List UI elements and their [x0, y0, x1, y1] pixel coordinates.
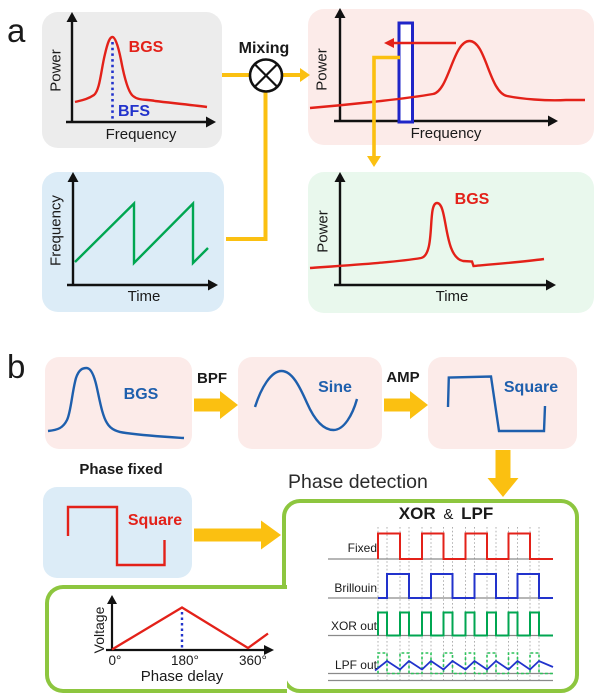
panel-a-label: a [7, 12, 26, 49]
b-square-curve [446, 375, 547, 433]
wave-xor-out [377, 611, 553, 637]
voltage-plot-xlabel: Phase delay [140, 668, 224, 685]
phase-detection-title: Phase detection [288, 471, 428, 493]
amp-label: AMP [386, 369, 420, 386]
voltage-plot-axes [106, 601, 267, 652]
phase-fixed-square-curve [66, 505, 166, 567]
voltage-tick-0: 0° [108, 653, 122, 668]
row-label-lpf-out: LPF out [334, 658, 377, 672]
xor-title: XOR [398, 504, 436, 523]
time-plot-xaxis-arrow [546, 279, 556, 291]
sawtooth-curve [74, 200, 209, 266]
filter-window [397, 21, 414, 124]
mixer-output-arrowhead [300, 68, 310, 82]
filtered-curve [309, 39, 585, 110]
sweep-plot-xlabel: Time [127, 288, 161, 305]
phase-fixed-arrow [194, 520, 281, 550]
voltage-tick-360: 360° [239, 653, 267, 668]
sweep-arrowhead [384, 38, 394, 48]
voltage-tick-180: 180° [171, 653, 199, 668]
phase-fixed-square-label: Square [127, 512, 183, 529]
row-label-fixed: Fixed [347, 541, 377, 555]
bgs-plot-ylabel: Power [47, 49, 65, 92]
voltage-plot-xaxis-arrow [264, 645, 274, 655]
bfs-label: BFS [118, 103, 150, 120]
mixer-connectors [222, 73, 303, 241]
b-sine-label: Sine [318, 379, 352, 396]
wave-lpf-out-reference [377, 652, 553, 675]
filtered-plot-xlabel: Frequency [410, 125, 482, 142]
time-bgs-label: BGS [454, 191, 490, 208]
voltage-curve [111, 606, 269, 651]
wave-fixed [377, 532, 553, 560]
b-sine-curve [253, 369, 359, 432]
panel-b-bgs-box [45, 357, 192, 449]
sweep-plot-ylabel: Frequency [47, 195, 65, 266]
mixing-label: Mixing [238, 40, 290, 57]
panel-a-filtered-box [308, 9, 594, 145]
filtered-plot-yaxis-arrow [334, 8, 346, 18]
timing-diagram [328, 527, 554, 682]
filtered-plot-axes [334, 15, 551, 123]
time-plot-xlabel: Time [435, 288, 469, 305]
xor-lpf-title: XOR & LPF [376, 504, 516, 524]
time-plot-ylabel: Power [314, 210, 332, 253]
filter-output-arrowhead [367, 156, 381, 167]
sweep-plot-axes [67, 179, 211, 287]
bpf-label: BPF [197, 370, 227, 387]
voltage-plot-yaxis-arrow [107, 595, 117, 604]
time-bgs-curve [309, 201, 545, 270]
lpf-title: LPF [461, 504, 494, 523]
panel-b-sine-box [238, 357, 382, 449]
amp-arrow [384, 391, 428, 419]
time-plot-yaxis-arrow [334, 172, 346, 182]
bgs-plot-xlabel: Frequency [105, 126, 177, 143]
filtered-plot-ylabel: Power [313, 48, 331, 91]
filtered-plot-xaxis-arrow [548, 115, 558, 127]
sweep-plot-xaxis-arrow [208, 279, 218, 291]
panel-b-square-box [428, 357, 577, 449]
b-bgs-label: BGS [123, 386, 159, 403]
b-square-label: Square [503, 379, 559, 396]
panel-b-label: b [7, 348, 26, 385]
bpf-arrow [194, 391, 238, 419]
bgs-curve [74, 35, 208, 109]
mixer-cross-icon [254, 63, 278, 88]
bgs-peak-label: BGS [128, 39, 164, 56]
voltage-plot-box [45, 585, 287, 693]
bgs-plot-yaxis-arrow [66, 12, 78, 22]
row-label-brillouin: Brillouin [334, 581, 377, 595]
wave-lpf-ripple [374, 659, 554, 672]
sweep-plot-yaxis-arrow [67, 172, 79, 182]
square-down-arrow [487, 450, 519, 497]
time-plot-axes [334, 179, 549, 287]
b-bgs-curve [47, 366, 185, 440]
wave-brillouin [378, 573, 553, 599]
phase-fixed-title: Phase fixed [79, 461, 163, 478]
bgs-plot-axes [66, 19, 209, 124]
row-label-xor-out: XOR out [330, 619, 377, 633]
filter-output-line [372, 55, 400, 158]
bgs-plot-xaxis-arrow [206, 116, 216, 128]
ampersand: & [443, 506, 454, 523]
